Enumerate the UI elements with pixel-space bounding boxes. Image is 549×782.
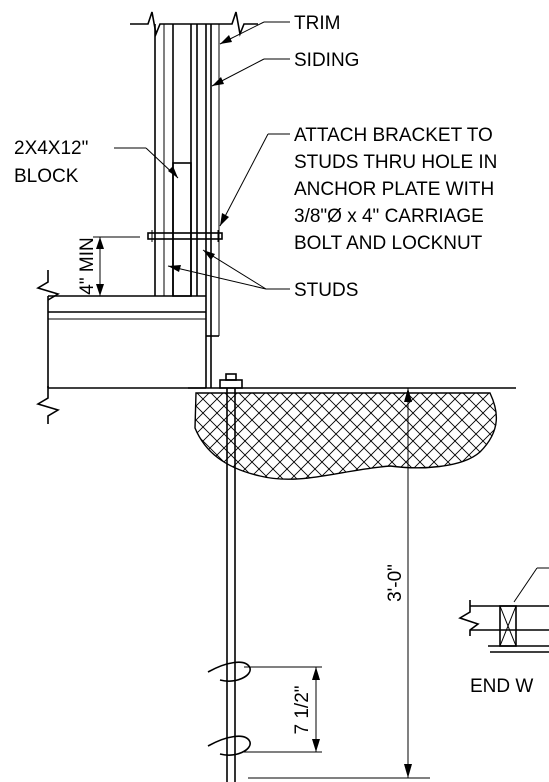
block-label-line1: 2X4X12" <box>14 138 88 159</box>
helix-lower <box>207 735 251 756</box>
2x4-block <box>172 162 192 297</box>
end-wall-label: END W <box>470 676 533 697</box>
floor-beam <box>36 270 206 424</box>
attach-label-line5: BOLT AND LOCKNUT <box>294 233 483 254</box>
studs-label: STUDS <box>294 280 358 301</box>
ground <box>188 373 516 480</box>
helix-upper <box>207 661 251 682</box>
attach-label-line3: ANCHOR PLATE WITH <box>294 179 494 200</box>
helical-anchor <box>207 388 251 782</box>
anchor-plate <box>219 379 243 389</box>
dim-3-ft-label: 3'-0" <box>385 564 406 602</box>
leaders <box>114 21 290 290</box>
top-break-line <box>130 11 258 37</box>
dimension-7-half: 7 1/2" <box>244 666 322 753</box>
carriage-bolt <box>147 232 223 240</box>
end-wall-detail: END W <box>458 567 549 697</box>
trim-label: TRIM <box>294 13 340 34</box>
dim-7-half-label: 7 1/2" <box>292 685 313 734</box>
attach-label-line1: ATTACH BRACKET TO <box>294 125 493 146</box>
attach-label-line4: 3/8"Ø x 4" CARRIAGE <box>294 206 484 227</box>
wall-section <box>130 11 258 388</box>
dim-4-min-label: 4" MIN <box>77 237 98 294</box>
left-break-line-lower <box>36 386 60 424</box>
callout-labels: TRIM SIDING 2X4X12" BLOCK ATTACH BRACKET… <box>14 13 497 301</box>
block-label-line2: BLOCK <box>14 166 79 187</box>
dimension-3-ft: 3'-0" <box>248 387 430 779</box>
siding-label: SIDING <box>294 50 359 71</box>
dimension-4-min: 4" MIN <box>77 236 140 297</box>
left-break-line-upper <box>36 270 60 301</box>
soil-hatch <box>194 392 498 480</box>
attach-label-line2: STUDS THRU HOLE IN <box>294 152 497 173</box>
